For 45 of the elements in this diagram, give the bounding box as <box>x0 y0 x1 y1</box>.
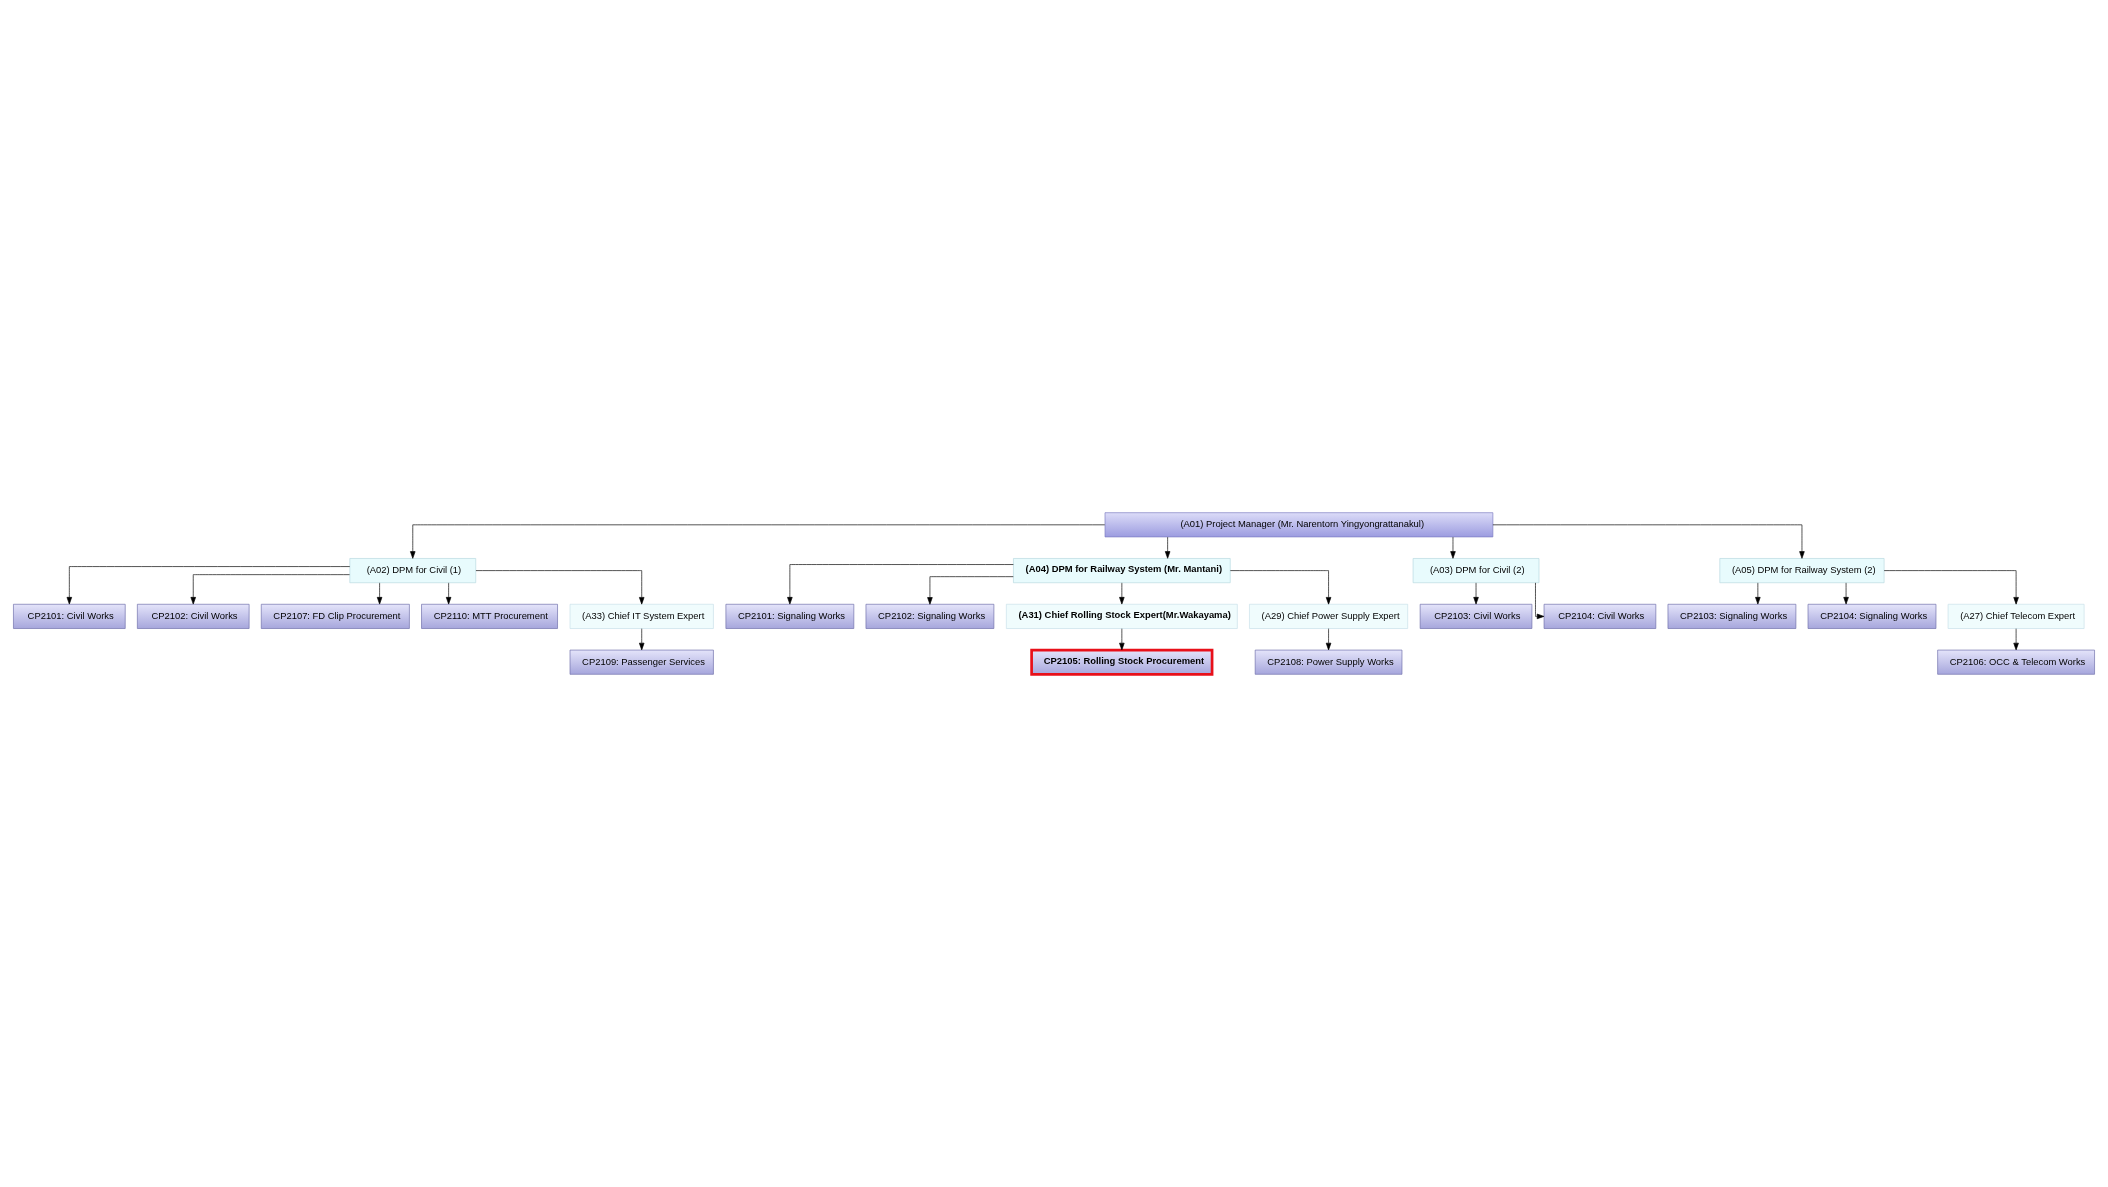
arrow <box>410 524 1106 559</box>
node-box: (A27) Chief Telecom Expert <box>1947 603 2085 629</box>
arrow <box>1473 582 1479 605</box>
arrow <box>66 566 351 605</box>
arrow <box>1535 582 1545 620</box>
node-box: (A03) DPM for Civil (2) <box>1412 558 1540 584</box>
arrow <box>2013 628 2019 651</box>
node-box: CP2101: Civil Works <box>13 603 126 629</box>
node-box: CP2102: Civil Works <box>137 603 250 629</box>
node-box: CP2108: Power Supply Works <box>1254 649 1403 675</box>
arrow <box>1492 524 1805 559</box>
node-box: (A01) Project Manager (Mr. Narentorn Yingyongrattanakul) <box>1104 512 1494 538</box>
node-box: CP2102: Signaling Works <box>865 603 995 629</box>
node-box: (A05) DPM for Railway System (2) <box>1719 558 1885 584</box>
node-box: CP2105: Rolling Stock Procurement <box>1030 648 1214 676</box>
arrow <box>927 576 1014 605</box>
arrow <box>1230 570 1332 605</box>
arrow <box>1325 628 1332 651</box>
node-box: CP2104: Civil Works <box>1543 603 1657 629</box>
node-box: CP2104: Signaling Works <box>1807 603 1937 629</box>
node-box: (A31) Chief Rolling Stock Expert(Mr.Wakayama) <box>1006 603 1238 629</box>
arrow <box>1843 582 1849 605</box>
node-box: CP2106: OCC & Telecom Works <box>1937 649 2095 675</box>
arrow <box>475 570 645 605</box>
node-box: (A02) DPM for Civil (1) <box>349 558 477 584</box>
node-box: CP2103: Civil Works <box>1419 603 1533 629</box>
node-box: (A04) DPM for Railway System (Mr. Mantani) <box>1013 558 1231 584</box>
arrow <box>1119 628 1125 651</box>
node-box: CP2107: FD Clip Procurement <box>260 603 410 629</box>
arrow <box>1119 582 1125 605</box>
arrow <box>639 628 645 651</box>
arrow <box>1450 536 1456 559</box>
arrow <box>787 564 1014 605</box>
arrow <box>190 574 350 605</box>
node-box: CP2110: MTT Procurement <box>421 603 558 629</box>
node-box: CP2109: Passenger Services <box>569 649 714 675</box>
arrow <box>445 582 452 605</box>
arrow <box>1164 536 1171 559</box>
node-box: (A33) Chief IT System Expert <box>569 603 714 629</box>
node-box: CP2101: Signaling Works <box>725 603 855 629</box>
node-box: CP2103: Signaling Works <box>1667 603 1797 629</box>
arrow <box>1755 582 1761 605</box>
arrow <box>376 582 383 605</box>
arrow <box>1883 570 2019 605</box>
node-box: (A29) Chief Power Supply Expert <box>1249 603 1409 629</box>
